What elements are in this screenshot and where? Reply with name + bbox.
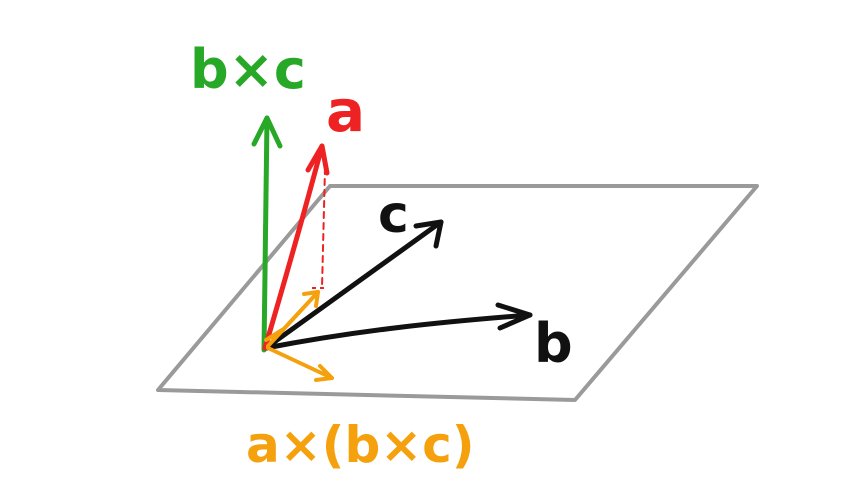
vector-a-cross-b-cross-c: [264, 290, 334, 382]
vector-a: [262, 143, 330, 351]
label-b-cross-c: b×c: [190, 38, 306, 101]
plane: [156, 184, 759, 402]
label-a-cross-b-cross-c: a×(b×c): [246, 416, 475, 474]
vector-b: [263, 302, 533, 351]
label-a: a: [326, 77, 365, 145]
label-b: b: [534, 312, 573, 375]
projection-dashed-line: [321, 167, 326, 289]
vector-b-cross-c: [251, 115, 283, 353]
vector-c: [263, 219, 444, 351]
label-c: c: [378, 185, 409, 245]
